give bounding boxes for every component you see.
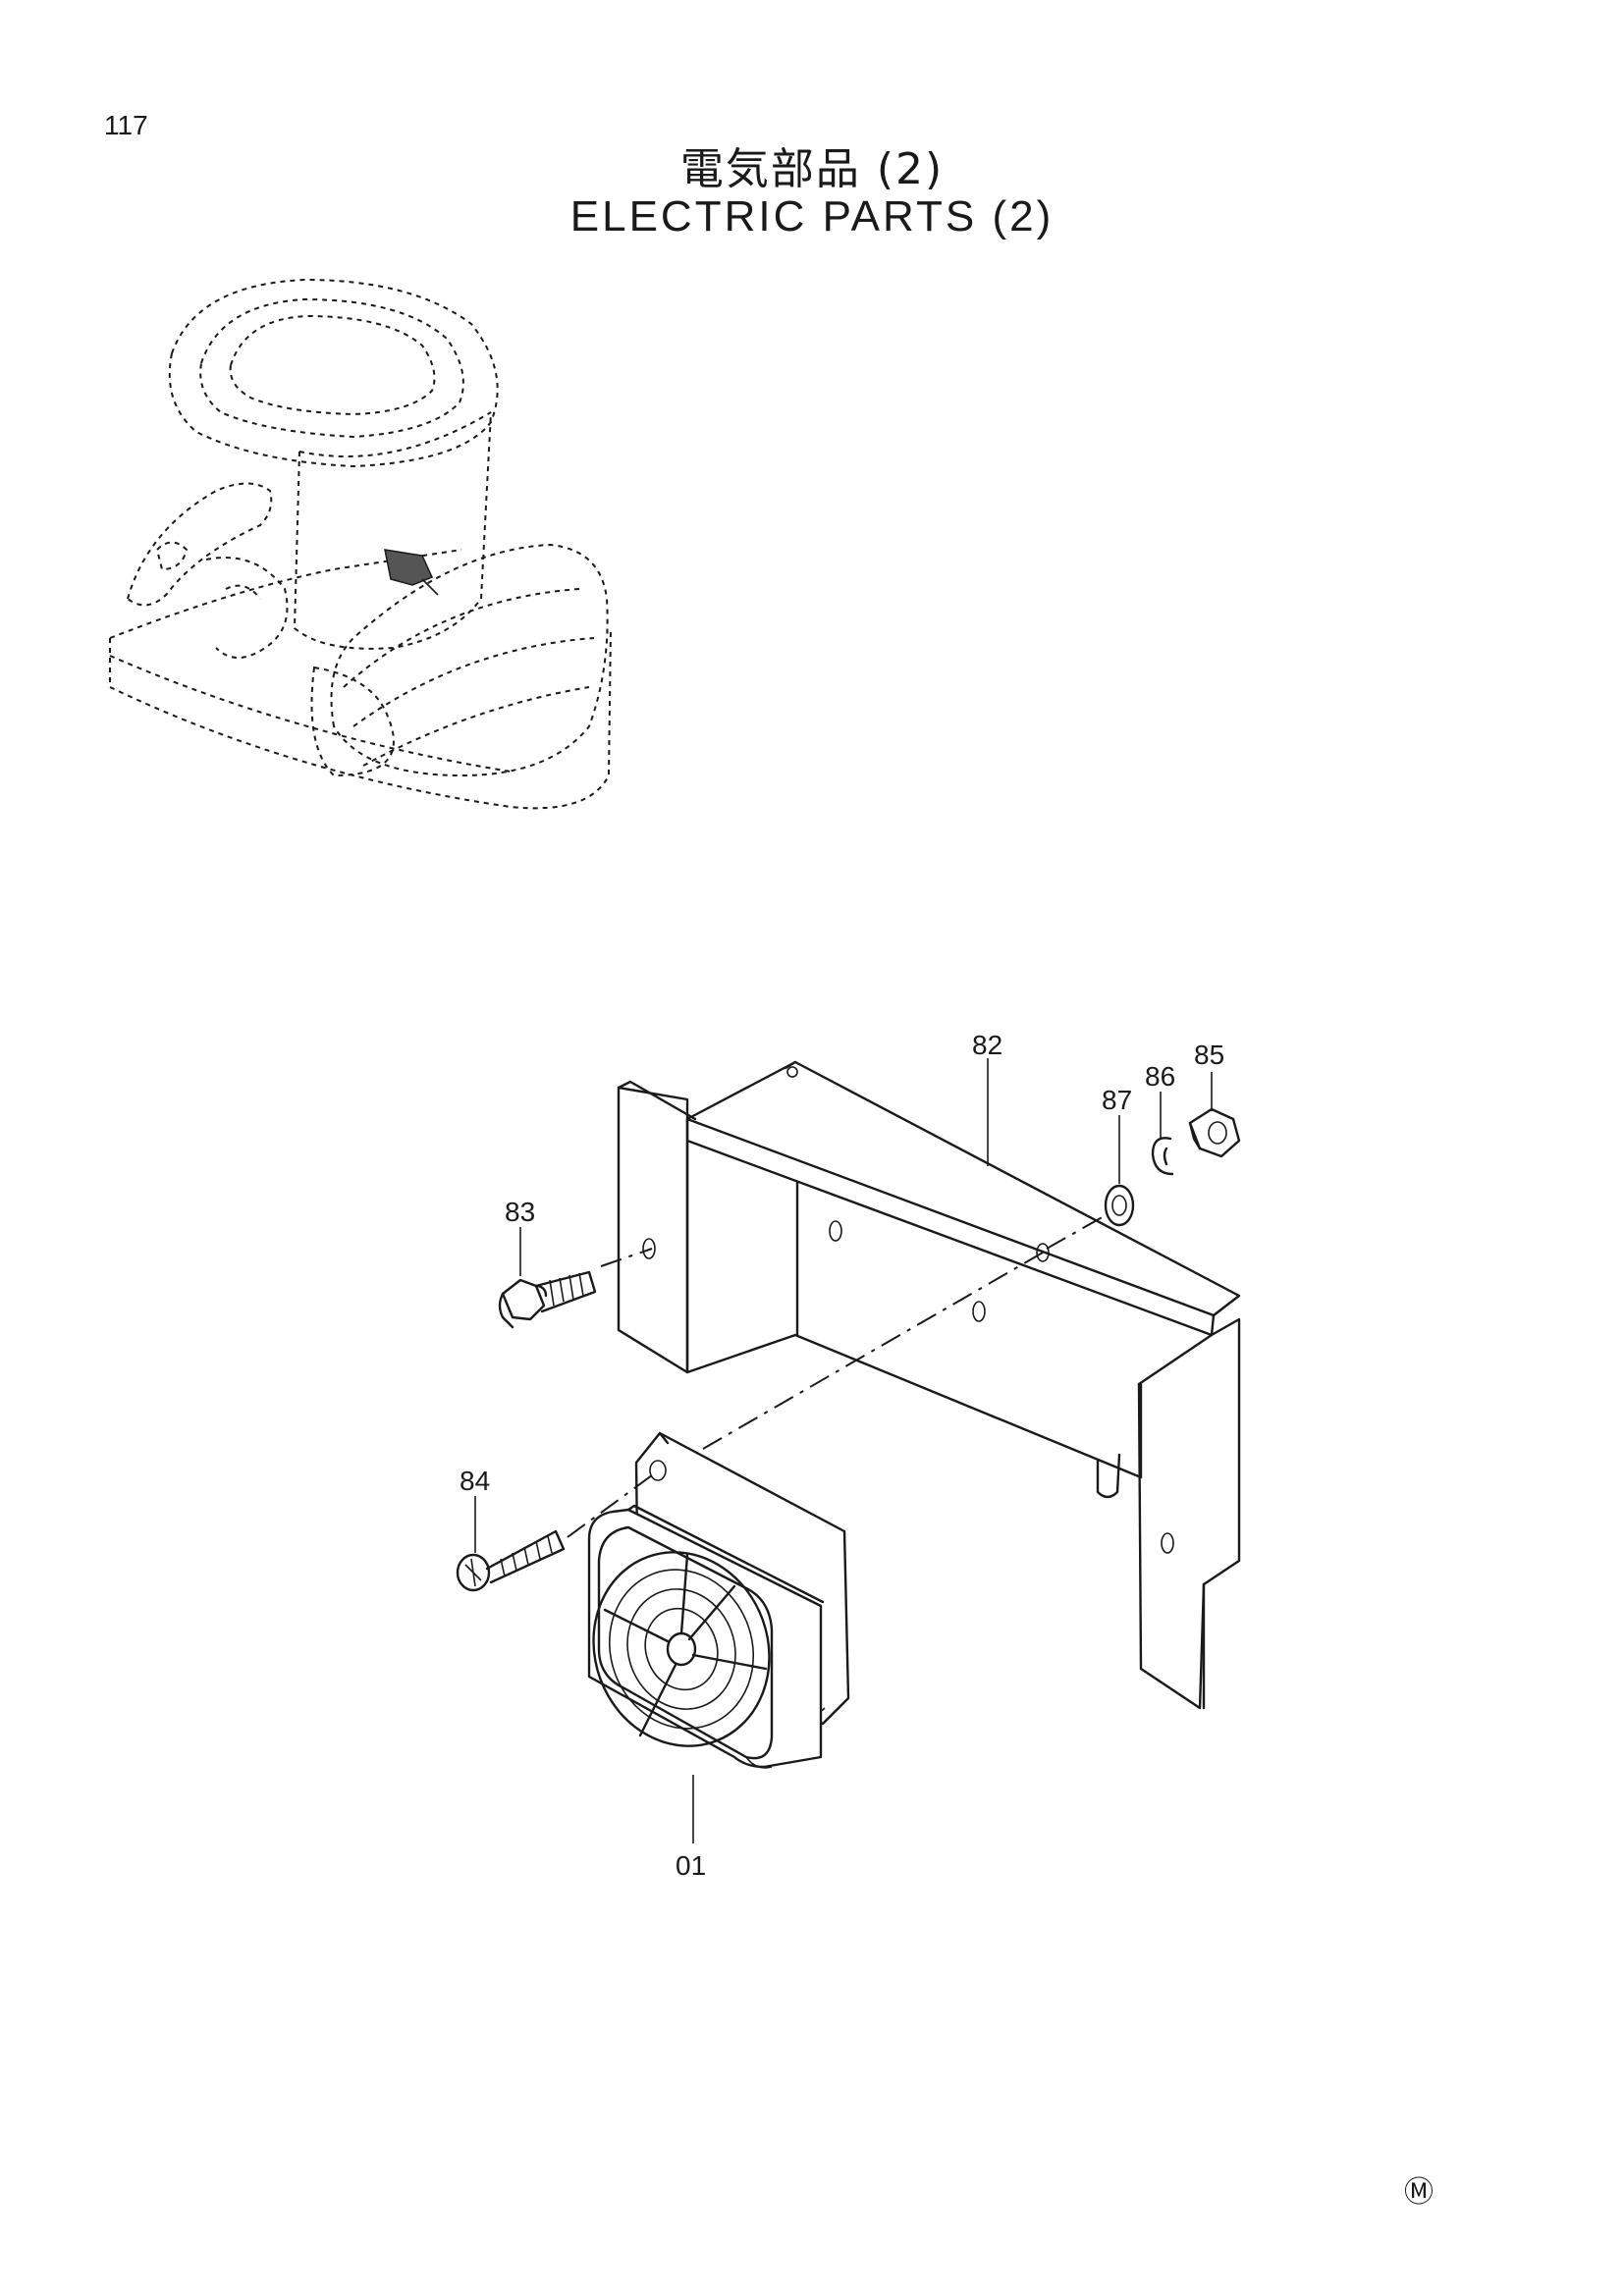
manufacturer-mark: Ⓜ	[1404, 2176, 1434, 2209]
centerline-screw-84	[567, 1471, 657, 1538]
page-title-english: ELECTRIC PARTS (2)	[569, 192, 1055, 240]
screw-part-84	[456, 1529, 566, 1592]
callout-85: 85	[1194, 1040, 1224, 1070]
callout-87: 87	[1102, 1085, 1132, 1115]
centerline-washer	[1046, 1214, 1107, 1250]
callout-86: 86	[1145, 1061, 1175, 1092]
cab-overview-illustration	[109, 278, 612, 810]
page-number: 117	[104, 110, 148, 140]
spring-washer-part-86	[1151, 1137, 1174, 1176]
nut-part-85	[1188, 1107, 1241, 1158]
centerline-buzzer	[702, 1252, 1044, 1450]
callout-82: 82	[972, 1030, 1002, 1060]
page-title-japanese: 電気部品 (2)	[679, 144, 945, 194]
centerline-bolt-83	[600, 1248, 653, 1267]
callout-01: 01	[676, 1850, 706, 1881]
callout-83: 83	[505, 1197, 535, 1227]
bolt-part-83	[498, 1270, 597, 1329]
bracket-part-82	[617, 1060, 1241, 1710]
washer-part-87	[1104, 1184, 1135, 1227]
callout-84: 84	[460, 1466, 490, 1496]
buzzer-part-01	[587, 1431, 850, 1769]
